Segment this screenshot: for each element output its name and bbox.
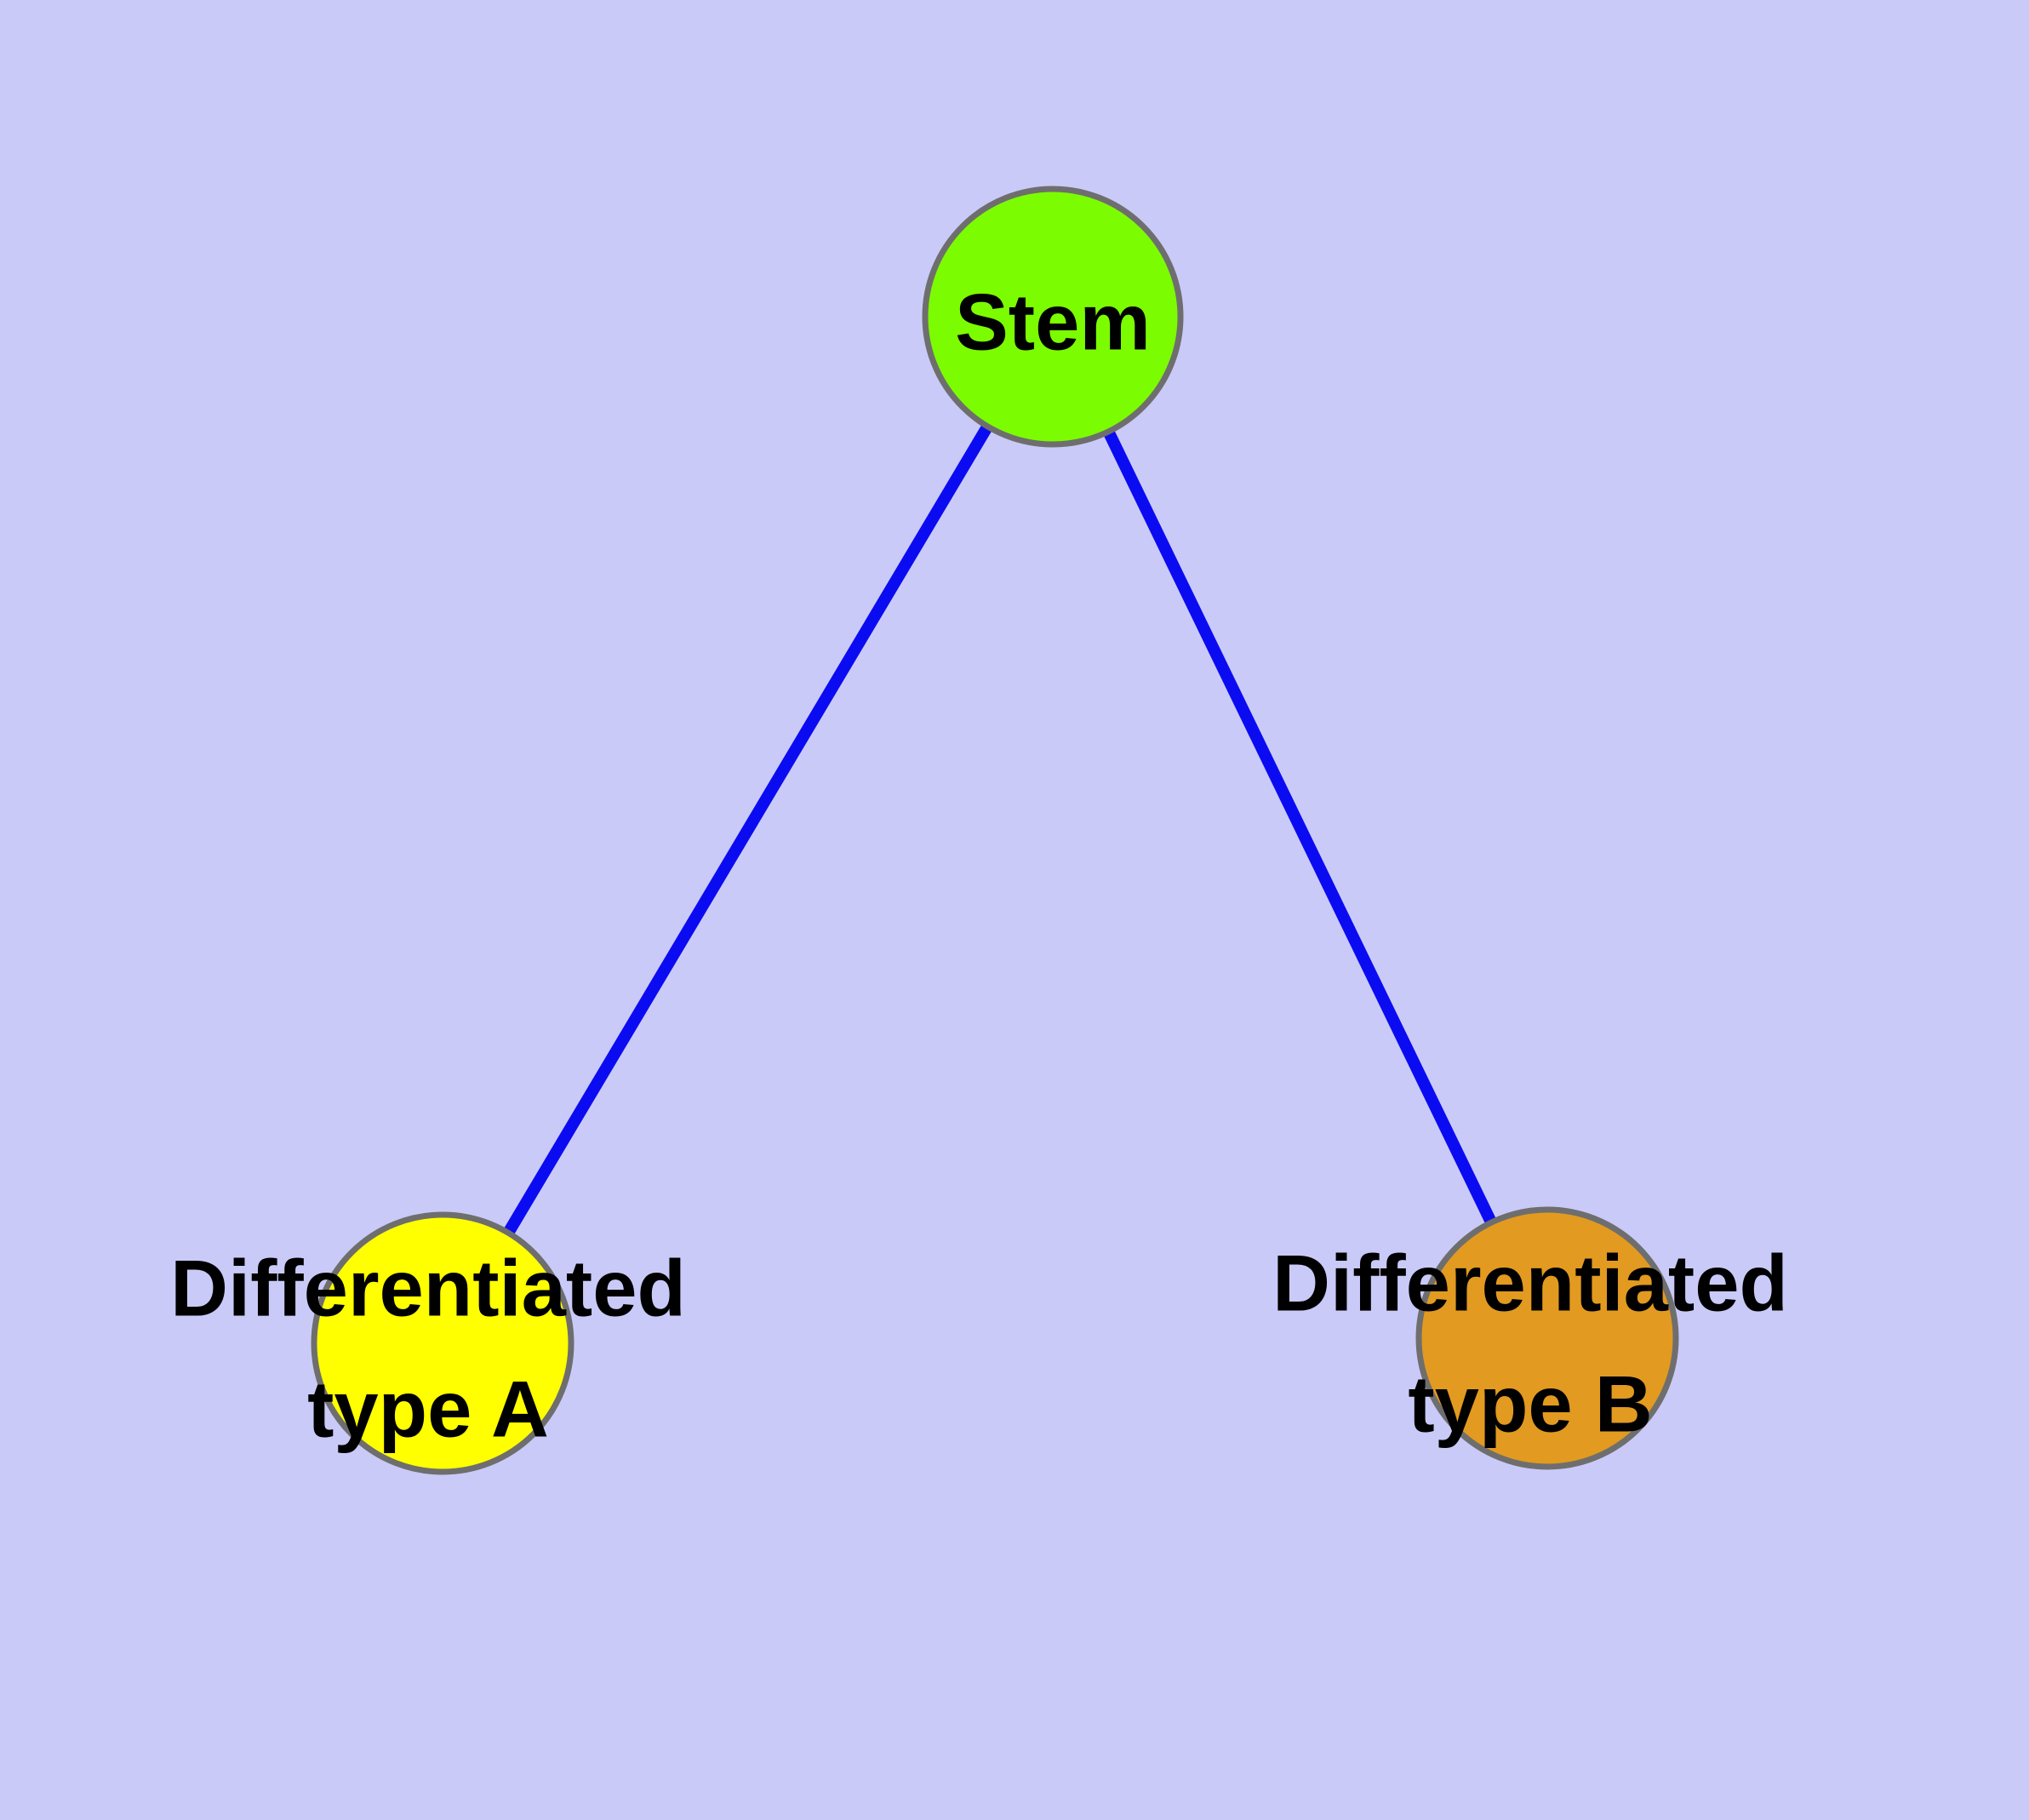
node-label-differentiated-type-a-line-2: type A (307, 1365, 549, 1454)
node-differentiated-type-a (311, 1211, 574, 1475)
node-label-differentiated-type-a-line-1: Differentiated (170, 1244, 686, 1333)
node-differentiated-type-b (1415, 1206, 1679, 1470)
nodes-layer (311, 186, 1679, 1475)
node-label-differentiated-type-b-line-1: Differentiated (1272, 1239, 1788, 1328)
edge-stem-to-differentiated-type-b (1047, 313, 1553, 1342)
edges-layer (437, 313, 1553, 1347)
node-stem (922, 186, 1184, 448)
node-label-differentiated-type-b-line-2: type B (1408, 1359, 1652, 1449)
edge-stem-to-differentiated-type-a (437, 313, 1059, 1347)
node-label-stem-line-1: Stem (955, 278, 1151, 367)
